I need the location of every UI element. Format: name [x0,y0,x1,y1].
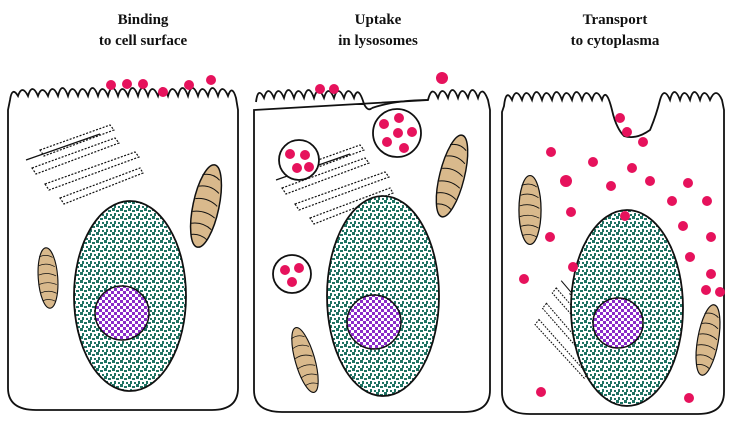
cell-binding [8,75,238,410]
particle [667,196,677,206]
lysosome [279,140,319,180]
particle [407,127,417,137]
particle [706,232,716,242]
particle [536,387,546,397]
particle [382,137,392,147]
particle [615,113,625,123]
particle [122,79,132,89]
particle [329,84,339,94]
particle [678,221,688,231]
particle [706,269,716,279]
particle [684,393,694,403]
particle [685,252,695,262]
particle [588,157,598,167]
particle [683,178,693,188]
particle [379,119,389,129]
particle [702,196,712,206]
particle [436,72,448,84]
particle [645,176,655,186]
nucleolus [593,298,643,348]
particle [280,265,290,275]
mitochondrion [519,176,541,245]
particle [138,79,148,89]
particle [620,211,630,221]
cell-uptake [254,72,490,412]
particle [285,149,295,159]
particle [546,147,556,157]
particle [158,87,168,97]
particle [315,84,325,94]
particle [627,163,637,173]
particle [399,143,409,153]
particle [106,80,116,90]
particle [393,128,403,138]
particle [715,287,725,297]
particle [519,274,529,284]
particle [622,127,632,137]
particle [606,181,616,191]
nucleolus [347,295,401,349]
particle [701,285,711,295]
particle [206,75,216,85]
particle [568,262,578,272]
particle [545,232,555,242]
lysosome [273,255,311,293]
particle [304,162,314,172]
particle [566,207,576,217]
particle [394,113,404,123]
particle [184,80,194,90]
particle [287,277,297,287]
particle [294,263,304,273]
particle [300,150,310,160]
cell-transport [502,92,725,414]
particle [560,175,572,187]
particle [638,137,648,147]
particle [292,163,302,173]
nucleolus [95,286,149,340]
